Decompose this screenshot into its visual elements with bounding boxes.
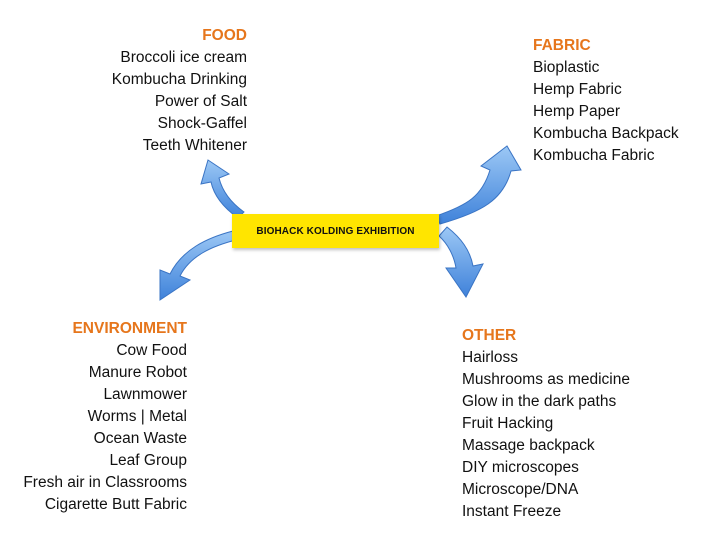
other-list: Hairloss Mushrooms as medicine Glow in t… bbox=[462, 347, 630, 523]
other-heading: OTHER bbox=[462, 327, 517, 344]
list-item: Hemp Fabric bbox=[533, 81, 622, 98]
fabric-list: Bioplastic Hemp Fabric Hemp Paper Kombuc… bbox=[533, 57, 679, 167]
list-item: Mushrooms as medicine bbox=[462, 371, 630, 388]
arrow-to-food bbox=[200, 159, 245, 219]
list-item: Glow in the dark paths bbox=[462, 393, 617, 410]
food-list: Broccoli ice cream Kombucha Drinking Pow… bbox=[112, 47, 247, 157]
fabric-group: FABRIC Bioplastic Hemp Fabric Hemp Paper… bbox=[533, 35, 679, 167]
list-item: Shock-Gaffel bbox=[157, 115, 247, 132]
arrow-to-environment bbox=[159, 230, 237, 301]
other-group: OTHER Hairloss Mushrooms as medicine Glo… bbox=[462, 325, 630, 523]
list-item: Leaf Group bbox=[109, 452, 187, 469]
list-item: Lawnmower bbox=[103, 386, 187, 403]
list-item: Hemp Paper bbox=[533, 103, 621, 120]
list-item: Cigarette Butt Fabric bbox=[44, 496, 187, 513]
food-heading: FOOD bbox=[202, 27, 247, 44]
list-item: Worms | Metal bbox=[87, 408, 187, 425]
environment-group: ENVIRONMENT Cow Food Manure Robot Lawnmo… bbox=[23, 318, 187, 516]
environment-heading: ENVIRONMENT bbox=[72, 320, 187, 337]
list-item: Kombucha Fabric bbox=[533, 147, 655, 164]
list-item: Massage backpack bbox=[462, 437, 595, 454]
list-item: Instant Freeze bbox=[462, 503, 562, 520]
list-item: Kombucha Backpack bbox=[533, 125, 679, 142]
list-item: Power of Salt bbox=[154, 93, 247, 110]
list-item: Manure Robot bbox=[88, 364, 187, 381]
list-item: Kombucha Drinking bbox=[111, 71, 247, 88]
list-item: Hairloss bbox=[462, 349, 518, 366]
list-item: Fresh air in Classrooms bbox=[23, 474, 187, 491]
center-label: BIOHACK KOLDING EXHIBITION bbox=[256, 225, 415, 237]
list-item: DIY microscopes bbox=[462, 459, 579, 476]
list-item: Cow Food bbox=[116, 342, 187, 359]
list-item: Fruit Hacking bbox=[462, 415, 554, 432]
list-item: Broccoli ice cream bbox=[120, 49, 247, 66]
list-item: Microscope/DNA bbox=[462, 481, 579, 498]
environment-list: Cow Food Manure Robot Lawnmower Worms | … bbox=[23, 340, 187, 516]
list-item: Bioplastic bbox=[533, 59, 600, 76]
list-item: Ocean Waste bbox=[93, 430, 187, 447]
food-group: FOOD Broccoli ice cream Kombucha Drinkin… bbox=[112, 25, 247, 157]
list-item: Teeth Whitener bbox=[142, 137, 247, 154]
center-node: BIOHACK KOLDING EXHIBITION bbox=[232, 214, 439, 248]
fabric-heading: FABRIC bbox=[533, 37, 591, 54]
arrow-to-fabric bbox=[435, 145, 522, 225]
arrow-to-other bbox=[438, 226, 484, 298]
